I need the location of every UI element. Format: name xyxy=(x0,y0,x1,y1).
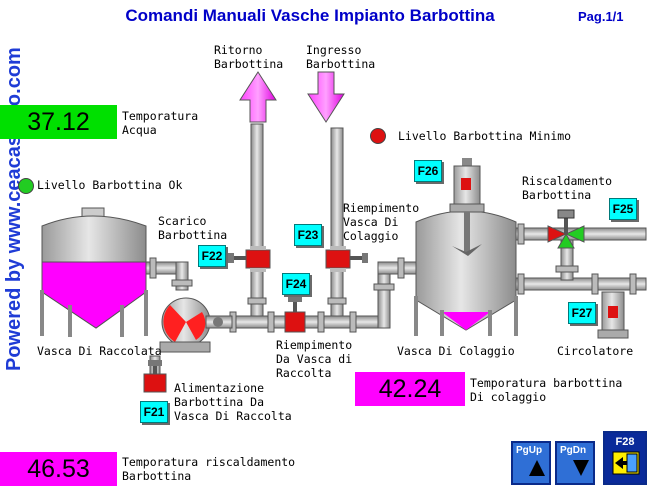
riscaldamento-label: Riscaldamento Barbottina xyxy=(522,174,613,202)
vasca-colaggio xyxy=(414,158,518,336)
ritorno-label: Ritorno Barbottina xyxy=(214,43,284,71)
f26-button[interactable]: F26 xyxy=(414,160,442,182)
page-indicator: Pag.1/1 xyxy=(578,9,624,24)
ingresso-arrow xyxy=(307,71,345,123)
livello-minimo-indicator-icon xyxy=(370,128,386,144)
vasca-raccolata-label: Vasca Di Raccolata xyxy=(37,344,162,358)
temp-riscaldamento-value: 46.53 xyxy=(0,452,117,486)
valve-f24[interactable] xyxy=(284,296,306,333)
livello-ok-label: Livello Barbottina Ok xyxy=(37,178,183,192)
ingresso-pipe xyxy=(330,127,344,325)
temp-colaggio-value: 42.24 xyxy=(355,372,465,406)
f25-button[interactable]: F25 xyxy=(609,198,637,220)
f24-button[interactable]: F24 xyxy=(282,273,310,295)
valve-f21[interactable] xyxy=(143,360,167,393)
livello-minimo-label: Livello Barbottina Minimo xyxy=(398,129,572,143)
temp-colaggio-label: Temporatura barbottina Di colaggio xyxy=(470,376,623,404)
circolatore-label: Circolatore xyxy=(557,344,634,358)
riempimento-raccolta-label: Riempimento Da Vasca di Raccolta xyxy=(276,338,353,380)
exit-door-icon xyxy=(612,451,640,475)
ingresso-label: Ingresso Barbottina xyxy=(306,43,376,71)
f27-button[interactable]: F27 xyxy=(568,302,596,324)
f21-button[interactable]: F21 xyxy=(140,401,168,423)
page-down-button[interactable]: PgDn xyxy=(555,441,595,485)
livello-ok-indicator-icon xyxy=(18,178,34,194)
f22-button[interactable]: F22 xyxy=(198,245,226,267)
scarico-label: Scarico Barbottina xyxy=(158,214,228,242)
valve-f22[interactable] xyxy=(228,246,271,272)
alimentazione-label: Alimentazione Barbottina Da Vasca Di Rac… xyxy=(174,381,292,423)
exit-label: F28 xyxy=(615,436,635,448)
arrow-up-icon xyxy=(529,460,545,476)
exit-button[interactable]: F28 xyxy=(603,431,647,485)
pump xyxy=(159,297,233,353)
page-down-label: PgDn xyxy=(560,445,587,456)
page-title: Comandi Manuali Vasche Impianto Barbotti… xyxy=(125,6,495,25)
temp-riscaldamento-label: Temporatura riscaldamento Barbottina xyxy=(122,455,296,483)
f23-button[interactable]: F23 xyxy=(294,224,322,246)
riempimento-colaggio-label: Riempimento Vasca Di Colaggio xyxy=(343,201,420,243)
vasca-raccolta xyxy=(40,207,148,337)
ritorno-arrow xyxy=(239,71,277,123)
page-up-button[interactable]: PgUp xyxy=(511,441,551,485)
temp-acqua-label: Temporatura Acqua xyxy=(122,109,199,137)
valve-f23[interactable] xyxy=(325,246,368,272)
arrow-down-icon xyxy=(573,460,589,476)
circolatore xyxy=(597,291,629,339)
ritorno-pipe xyxy=(250,123,264,325)
vasca-colaggio-label: Vasca Di Colaggio xyxy=(397,344,515,358)
temp-acqua-value: 37.12 xyxy=(0,105,117,139)
page-up-label: PgUp xyxy=(516,445,543,456)
